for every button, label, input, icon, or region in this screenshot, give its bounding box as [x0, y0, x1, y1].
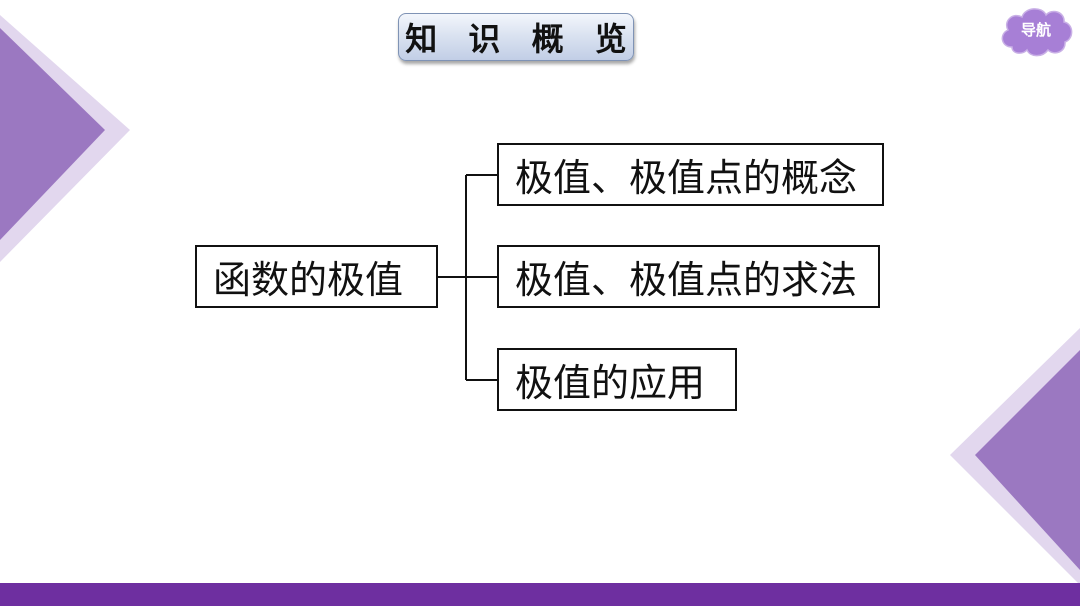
diagram-child-node-1: 极值、极值点的概念	[497, 143, 884, 206]
diagram-child-node-3: 极值的应用	[497, 348, 737, 411]
title-banner: 知 识 概 览	[398, 13, 634, 61]
diagram-child-node-2: 极值、极值点的求法	[497, 245, 880, 308]
right-triangle-dark	[975, 350, 1080, 570]
diagram-root-node: 函数的极值	[195, 245, 438, 308]
page-title: 知 识 概 览	[405, 20, 637, 58]
cloud-icon	[1001, 8, 1073, 57]
nav-button[interactable]: 导航	[998, 3, 1074, 59]
left-triangle-dark	[0, 28, 105, 240]
nav-label: 导航	[1020, 21, 1051, 39]
bottom-bar	[0, 583, 1080, 606]
